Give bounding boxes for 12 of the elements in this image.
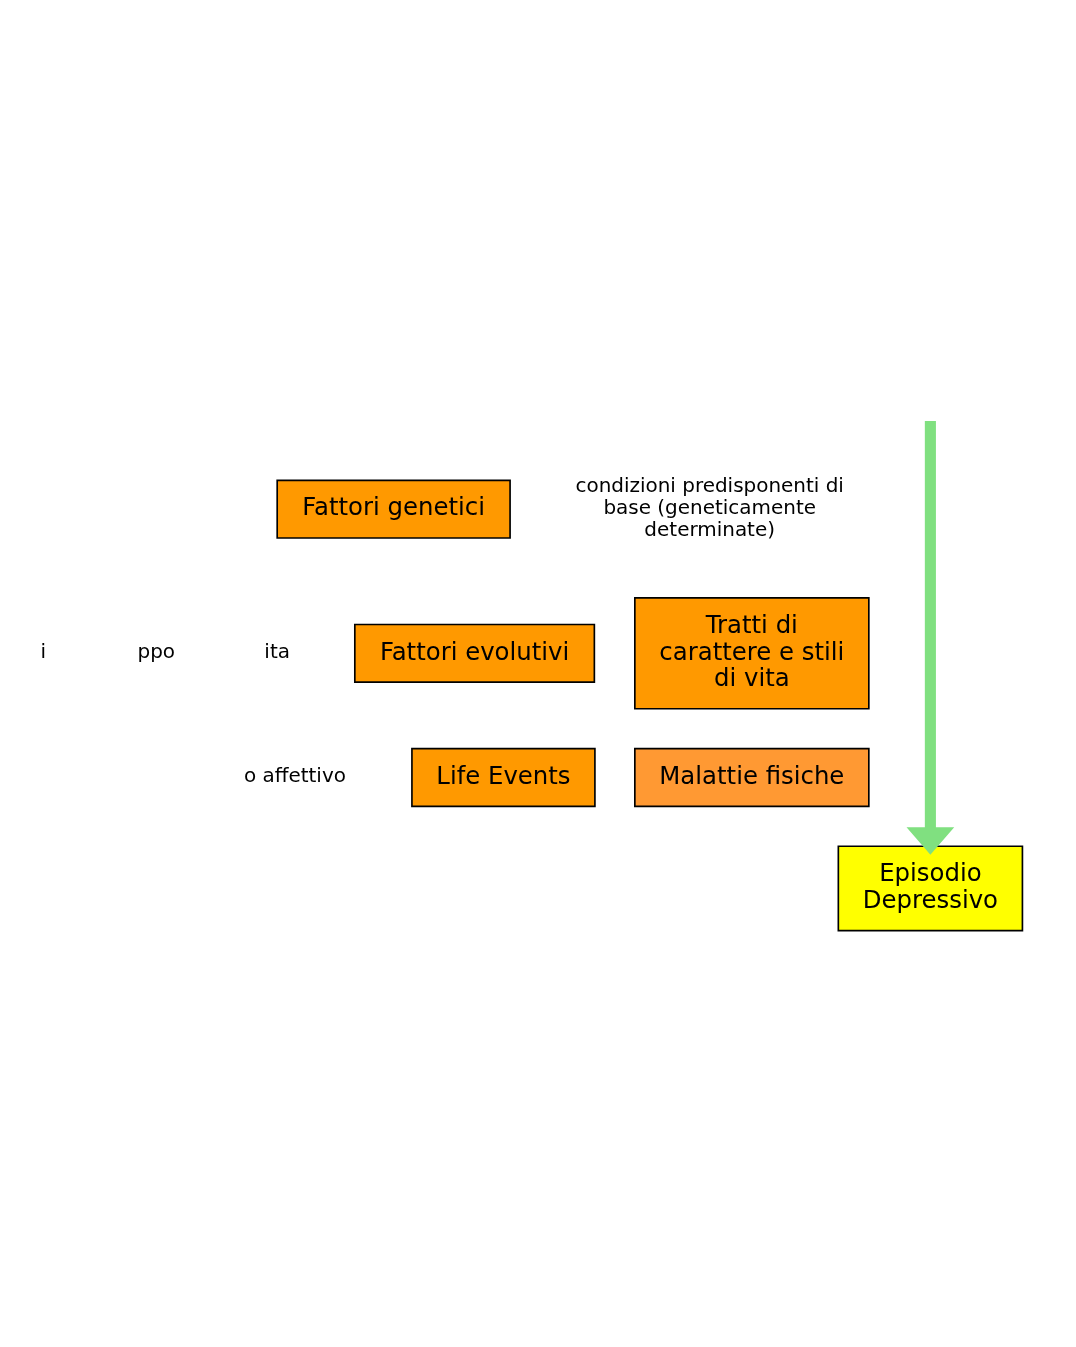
node-box: Life Events [411, 747, 596, 808]
label: ita [264, 639, 290, 664]
label: o affettivo [243, 763, 346, 788]
node-box: Fattori genetici [276, 479, 511, 539]
label: i [40, 639, 46, 664]
node-box: Malattie fisiche [634, 747, 870, 808]
node-box: Fattori evolutivi [354, 623, 596, 683]
node-label: condizioni predisponenti di base (geneticamente determinate) [575, 472, 844, 542]
node-box: Episodio Depressivo [837, 845, 1024, 932]
label: ppo [137, 639, 176, 664]
arrow [906, 420, 955, 855]
node-box: Tratti di carattere e stili di vita [634, 597, 870, 710]
